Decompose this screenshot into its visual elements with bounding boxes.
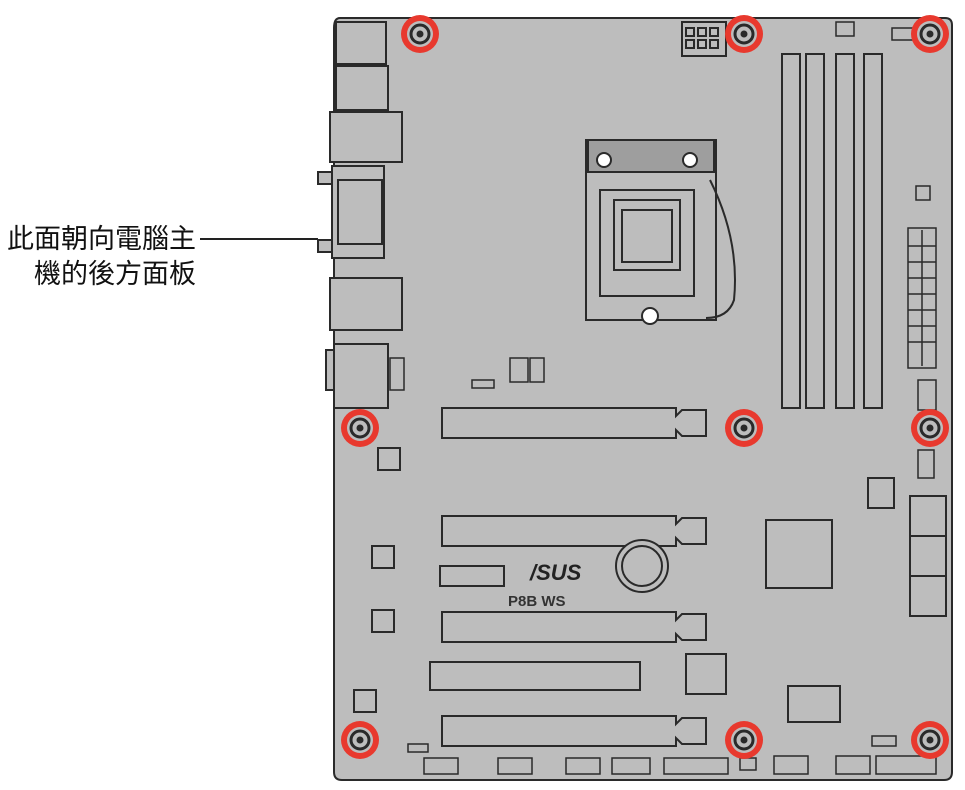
io-port-audio — [325, 343, 389, 409]
sata-block — [909, 495, 947, 617]
brand-logo: /SUS — [529, 560, 582, 585]
mid-headers — [389, 357, 937, 479]
io-port-usb — [335, 65, 389, 111]
chips — [353, 447, 947, 723]
dimm-slot-4 — [863, 53, 883, 409]
cmos-battery-icon — [615, 539, 669, 593]
atx-power-connector — [907, 227, 937, 369]
io-port-lan — [329, 111, 403, 163]
screw-hole-icon — [911, 409, 949, 447]
dimm-slot-3 — [835, 53, 855, 409]
screw-hole-icon — [911, 721, 949, 759]
dimm-slot-2 — [805, 53, 825, 409]
callout-line-1: 此面朝向電腦主 — [7, 224, 196, 255]
pcie-slot-2 — [441, 515, 707, 547]
top-headers — [835, 21, 931, 201]
expansion-slots — [429, 407, 707, 747]
pcie-slot-4 — [441, 715, 707, 747]
io-port-vga — [317, 165, 385, 259]
screw-hole-icon — [401, 15, 439, 53]
screw-hole-icon — [911, 15, 949, 53]
screw-hole-icon — [725, 721, 763, 759]
pcie-slot-3 — [441, 611, 707, 643]
io-port-usb-2 — [329, 277, 403, 331]
cpu-power-connector — [681, 21, 727, 57]
dimm-slot-1 — [781, 53, 801, 409]
dimm-slots — [781, 53, 883, 409]
cpu-socket — [585, 139, 736, 325]
io-chip — [787, 685, 841, 723]
pcie-x1-slot — [439, 565, 505, 587]
rear-io-ports — [317, 21, 403, 409]
pci-slot — [429, 661, 641, 691]
pch-chip — [765, 519, 833, 589]
screw-hole-icon — [341, 721, 379, 759]
screw-hole-icon — [341, 409, 379, 447]
screw-hole-icon — [725, 15, 763, 53]
controller-chip — [685, 653, 727, 695]
screw-hole-icon — [725, 409, 763, 447]
model-label: P8B WS — [508, 593, 566, 610]
io-port-top — [335, 21, 387, 65]
callout-line-2: 機的後方面板 — [34, 259, 196, 290]
motherboard-outline — [333, 17, 953, 781]
small-chip — [867, 477, 895, 509]
rear-panel-callout: 此面朝向電腦主 機的後方面板 — [6, 222, 196, 292]
bottom-headers — [407, 735, 937, 775]
pcie-slot-1 — [441, 407, 707, 439]
mounting-holes — [341, 15, 949, 759]
